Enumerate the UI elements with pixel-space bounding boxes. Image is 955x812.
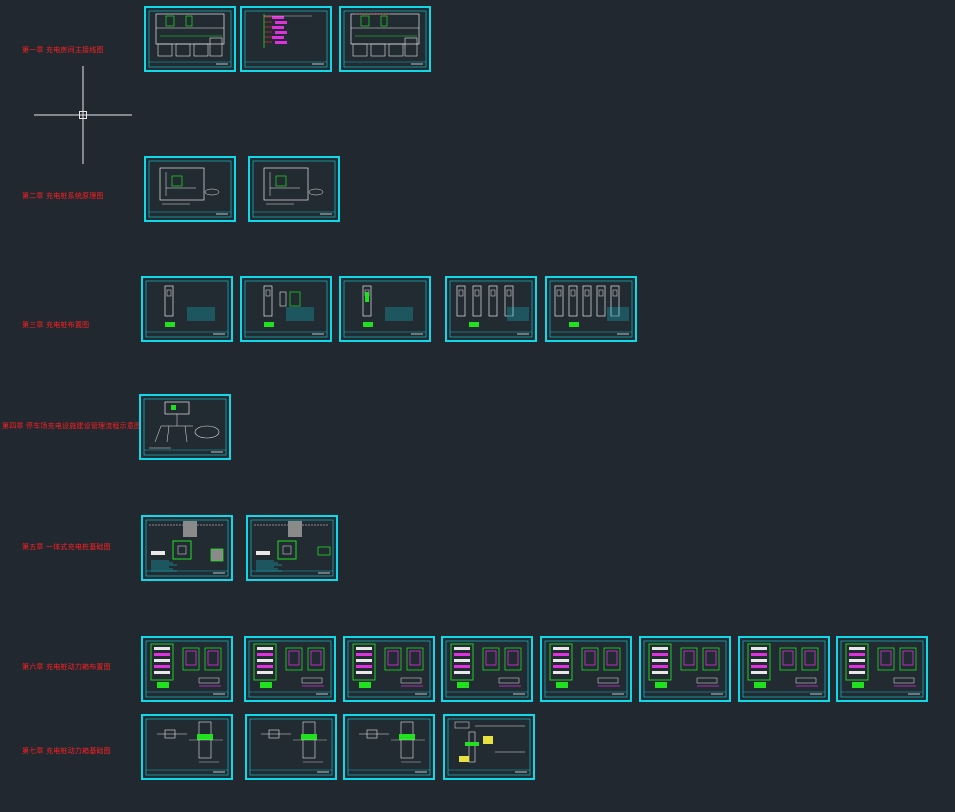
sheet-drawing-thumbnail xyxy=(544,640,628,698)
sheet-drawing-thumbnail xyxy=(252,160,336,218)
drawing-sheet[interactable] xyxy=(246,515,338,581)
drawing-sheet[interactable] xyxy=(244,636,336,702)
drawing-sheet[interactable] xyxy=(248,156,340,222)
sheet-drawing-thumbnail xyxy=(549,280,633,338)
chapter-label-4: 第四章 停车场充电设施建设管理流程示意图 xyxy=(2,422,142,430)
drawing-sheet[interactable] xyxy=(245,714,337,780)
drawing-sheet[interactable] xyxy=(836,636,928,702)
sheet-drawing-thumbnail xyxy=(148,160,232,218)
drawing-sheet[interactable] xyxy=(141,276,233,342)
drawing-sheet[interactable] xyxy=(343,714,435,780)
drawing-sheet[interactable] xyxy=(545,276,637,342)
sheet-drawing-thumbnail xyxy=(347,718,431,776)
drawing-sheet[interactable] xyxy=(139,394,231,460)
sheet-drawing-thumbnail xyxy=(445,640,529,698)
sheet-drawing-thumbnail xyxy=(145,519,229,577)
sheet-drawing-thumbnail xyxy=(143,398,227,456)
chapter-label-6: 第六章 充电桩动力箱布置图 xyxy=(22,663,111,671)
drawing-sheet[interactable] xyxy=(240,276,332,342)
drawing-sheet[interactable] xyxy=(339,276,431,342)
drawing-sheet[interactable] xyxy=(144,156,236,222)
sheet-drawing-thumbnail xyxy=(145,640,229,698)
sheet-drawing-thumbnail xyxy=(343,280,427,338)
sheet-drawing-thumbnail xyxy=(250,519,334,577)
drawing-sheet[interactable] xyxy=(443,714,535,780)
drawing-sheet[interactable] xyxy=(240,6,332,72)
sheet-drawing-thumbnail xyxy=(244,10,328,68)
sheet-drawing-thumbnail xyxy=(148,10,232,68)
sheet-drawing-thumbnail xyxy=(347,640,431,698)
crosshair-cursor-icon xyxy=(34,66,132,164)
drawing-sheet[interactable] xyxy=(141,515,233,581)
drawing-sheet[interactable] xyxy=(141,636,233,702)
drawing-sheet[interactable] xyxy=(445,276,537,342)
chapter-label-7: 第七章 充电桩动力箱基础图 xyxy=(22,747,111,755)
sheet-drawing-thumbnail xyxy=(449,280,533,338)
drawing-sheet[interactable] xyxy=(639,636,731,702)
drawing-sheet[interactable] xyxy=(441,636,533,702)
drawing-sheet[interactable] xyxy=(540,636,632,702)
drawing-sheet[interactable] xyxy=(144,6,236,72)
sheet-drawing-thumbnail xyxy=(249,718,333,776)
sheet-drawing-thumbnail xyxy=(244,280,328,338)
chapter-label-2: 第二章 充电桩系统原理图 xyxy=(22,192,104,200)
sheet-drawing-thumbnail xyxy=(742,640,826,698)
chapter-label-1: 第一章 充电房间主接线图 xyxy=(22,46,104,54)
sheet-drawing-thumbnail xyxy=(343,10,427,68)
drawing-sheet[interactable] xyxy=(738,636,830,702)
drawing-sheet[interactable] xyxy=(343,636,435,702)
chapter-label-5: 第五章 一体式充电桩基础图 xyxy=(22,543,111,551)
sheet-drawing-thumbnail xyxy=(643,640,727,698)
drawing-sheet[interactable] xyxy=(339,6,431,72)
sheet-drawing-thumbnail xyxy=(447,718,531,776)
sheet-drawing-thumbnail xyxy=(840,640,924,698)
drawing-sheet[interactable] xyxy=(141,714,233,780)
sheet-drawing-thumbnail xyxy=(248,640,332,698)
sheet-drawing-thumbnail xyxy=(145,280,229,338)
chapter-label-3: 第三章 充电桩布置图 xyxy=(22,321,90,329)
sheet-drawing-thumbnail xyxy=(145,718,229,776)
